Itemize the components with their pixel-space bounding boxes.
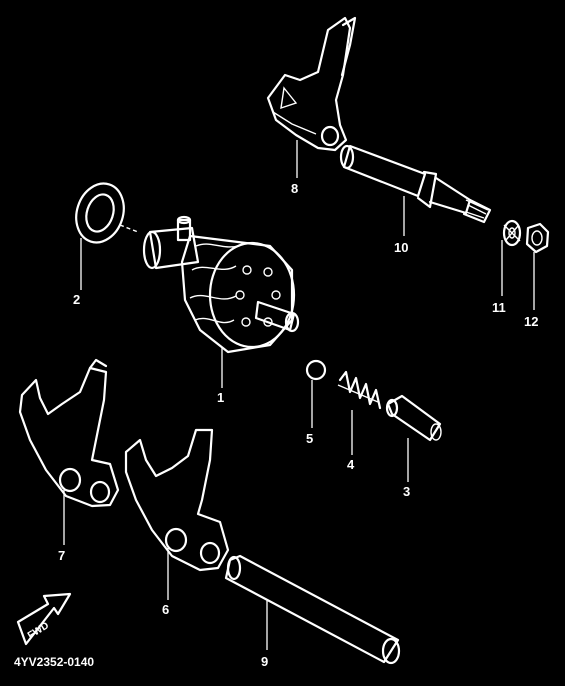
callout-5: 5 [306, 431, 313, 446]
part-5-ball [305, 359, 327, 381]
callout-8: 8 [291, 181, 298, 196]
callout-11: 11 [492, 300, 506, 315]
part-9-fork-shaft [224, 554, 401, 665]
fwd-arrow-icon: FWD [16, 592, 72, 646]
callout-1: 1 [217, 390, 224, 405]
callout-9: 9 [261, 654, 268, 669]
callout-2: 2 [73, 292, 80, 307]
fwd-label: FWD [26, 620, 51, 641]
part-11-lock-washer [502, 219, 522, 247]
callout-4: 4 [347, 457, 355, 472]
part-4-spring [337, 370, 382, 410]
callout-6: 6 [162, 602, 169, 617]
part-3-detent-pin [385, 394, 442, 442]
callout-7: 7 [58, 548, 65, 563]
part-1-shift-drum [142, 215, 300, 354]
part-7-shift-fork [18, 358, 120, 508]
part-2-washer [75, 182, 139, 244]
callout-10: 10 [394, 240, 408, 255]
leader-lines [63, 140, 535, 650]
drawing-code: 4YV2352-0140 [14, 655, 94, 669]
callout-12: 12 [524, 314, 538, 329]
part-6-shift-fork [124, 428, 230, 572]
callout-3: 3 [403, 484, 410, 499]
part-10-fork-shaft [339, 144, 492, 224]
part-12-nut [525, 222, 550, 254]
part-8-shift-fork [266, 16, 357, 152]
